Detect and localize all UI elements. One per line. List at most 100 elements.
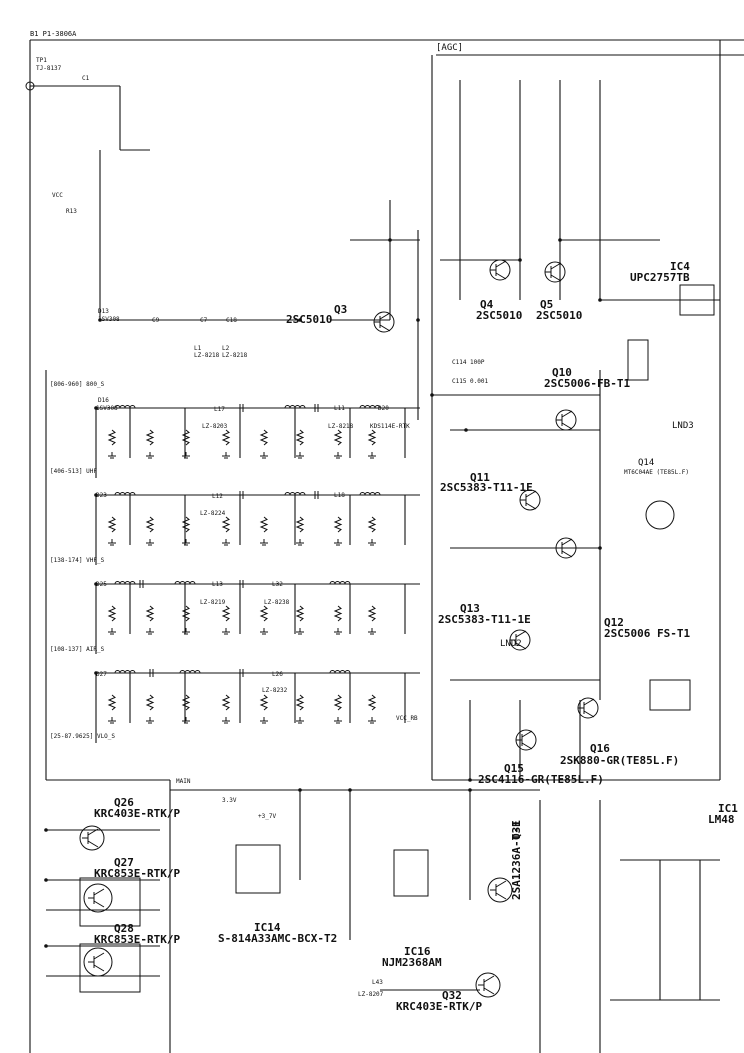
d16-label: D16 — [98, 397, 109, 404]
q28-package — [79, 943, 141, 993]
resistor-symbol-184 — [145, 694, 155, 711]
vcc-label-left: VCC — [52, 192, 63, 199]
wire-255 — [379, 324, 391, 332]
resistor-symbol-108 — [333, 429, 343, 446]
q28-part: KRC853E-RTK/P — [94, 933, 180, 946]
q28-ref: Q28 — [114, 922, 134, 935]
wire-274 — [495, 880, 507, 888]
label-band-vlo: [25-87.9625] VLO_S — [50, 733, 115, 740]
resistor-symbol-188 — [181, 694, 191, 711]
wire-230 — [525, 502, 537, 510]
label-main-net: MAIN — [176, 778, 191, 785]
component-symbols — [25, 81, 715, 998]
inductor-symbol-56 — [114, 405, 136, 409]
inductor-symbol-59 — [284, 405, 306, 409]
label-band-air: [108-137] AIR_S — [50, 646, 105, 653]
junction-dot-328 — [44, 944, 48, 948]
inductor-symbol-77 — [114, 670, 136, 674]
q12-ref: Q12 — [604, 616, 624, 629]
q11-part: 2SC5383-T11-1E — [440, 481, 533, 494]
transistor-symbol-288 — [83, 883, 113, 913]
d23-label: D23 — [96, 492, 107, 499]
junction-dot-313 — [94, 406, 98, 410]
junction-dot-321 — [598, 546, 602, 550]
resistor-symbol-176 — [367, 605, 377, 622]
q26-ref: Q26 — [114, 796, 134, 809]
ic4-part: UPC2757TB — [630, 271, 690, 284]
wire-235 — [561, 550, 573, 558]
resistor-symbol-88 — [145, 429, 155, 446]
resistor-symbol-168 — [295, 605, 305, 622]
q15-part: 2SC4116-GR(TE85L.F) — [478, 773, 604, 786]
resistor-symbol-96 — [221, 429, 231, 446]
q3-part: 2SC5010 — [286, 313, 332, 326]
q16-part: 2SK880-GR(TE85L.F) — [560, 754, 679, 767]
junction-dot-317 — [518, 258, 522, 262]
junction-dot-311 — [416, 318, 420, 322]
d13-part: 1SV308 — [98, 316, 120, 323]
wire-264 — [550, 262, 562, 270]
label-band-uhf: [406-513] UHF — [50, 468, 97, 475]
junction-dot-322 — [468, 778, 472, 782]
resistor-symbol-104 — [295, 429, 305, 446]
resistor-symbol-196 — [259, 694, 269, 711]
junction-dot-314 — [94, 493, 98, 497]
tp1-part: TJ-8137 — [36, 65, 62, 72]
ic14-ref: IC14 — [254, 921, 281, 934]
junction-dot-310 — [388, 238, 392, 242]
wire-260 — [495, 272, 507, 280]
ic4-body — [679, 284, 715, 316]
wire-240 — [515, 642, 527, 650]
l12-label: L12 — [212, 493, 223, 500]
resistor-symbol-164 — [259, 605, 269, 622]
inductor-symbol-76 — [329, 581, 351, 585]
d16-part: 1SV308 — [96, 405, 118, 412]
v33-label: 3.3V — [222, 797, 237, 804]
q11-ref: Q11 — [470, 471, 490, 484]
q32-part: KRC403E-RTK/P — [396, 1000, 482, 1013]
ic14-body — [235, 844, 281, 894]
resistor-symbol-92 — [181, 429, 191, 446]
wire-249 — [583, 698, 595, 706]
ic1-part: LM48 — [708, 813, 735, 826]
junction-dot-323 — [298, 788, 302, 792]
crystal-filter-block — [649, 679, 691, 711]
l13-label: L13 — [212, 581, 223, 588]
ic16-part: NJM2368AM — [382, 956, 442, 969]
wire-280 — [483, 987, 495, 995]
transistor-symbol-276 — [475, 972, 501, 998]
l32-value: LZ-8238 — [264, 599, 290, 606]
label-band-vhf: [138-174] VHF_S — [50, 557, 105, 564]
wire-287 — [87, 840, 99, 848]
q4-ref: Q4 — [480, 298, 494, 311]
wire-265 — [550, 274, 562, 282]
junction-dot-318 — [558, 238, 562, 242]
antenna-terminal — [25, 81, 35, 91]
resistor-symbol-112 — [367, 429, 377, 446]
junction-dot-326 — [44, 828, 48, 832]
l17-value: LZ-8203 — [202, 423, 228, 430]
resistor-symbol-208 — [367, 694, 377, 711]
q14-part: MT6C04AE (TE85L.F) — [624, 469, 689, 476]
l17-label: L17 — [214, 406, 225, 413]
q16-ref: Q16 — [590, 742, 610, 755]
ic14-part: S-814A33AMC-BCX-T2 — [218, 932, 337, 945]
resistor-symbol-120 — [145, 516, 155, 533]
wire-275 — [495, 892, 507, 900]
inductor-symbol-69 — [359, 492, 381, 496]
q5-ref: Q5 — [540, 298, 553, 311]
transistor-symbol-283 — [79, 825, 105, 851]
resistor-symbol-192 — [221, 694, 231, 711]
d20-part: KDS114E-RTK — [370, 423, 410, 430]
junction-dot-324 — [348, 788, 352, 792]
plus3v-label: +3_7V — [258, 813, 276, 820]
l1-value: LZ-8218 — [194, 352, 220, 359]
inductor-symbol-70 — [114, 581, 136, 585]
wire-291 — [93, 888, 105, 896]
r13-label: R13 — [66, 208, 77, 215]
resistor-symbol-156 — [181, 605, 191, 622]
resistor-symbol-160 — [221, 605, 231, 622]
label-agc: [AGC] — [436, 43, 463, 53]
junction-dot-319 — [598, 298, 602, 302]
